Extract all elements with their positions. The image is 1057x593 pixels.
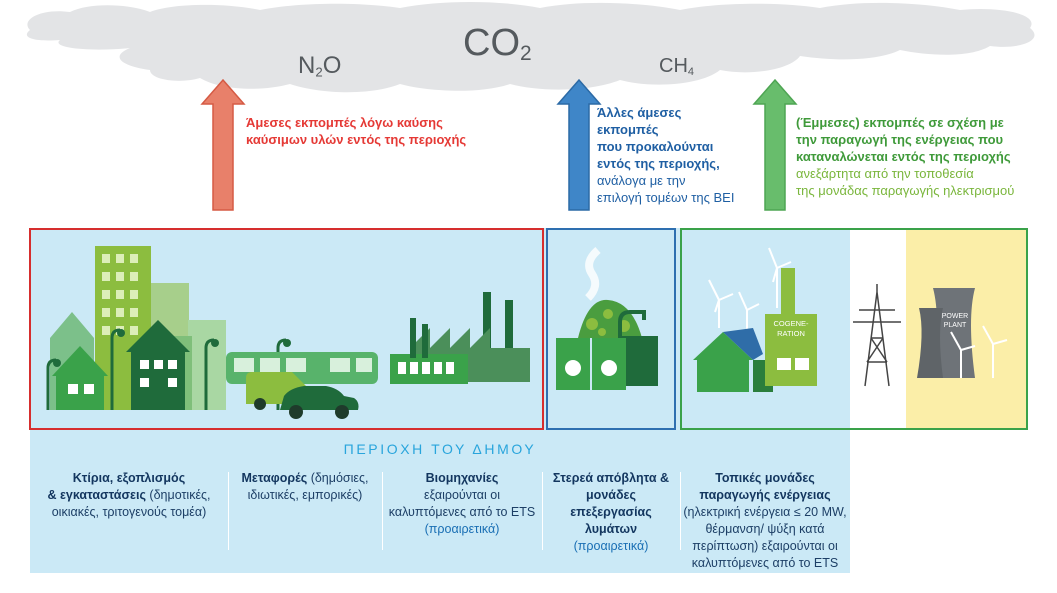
cogeneration-label: COGENE-	[773, 319, 809, 328]
category-energy: Τοπικές μονάδες παραγωγής ενέργειας (ηλε…	[682, 470, 848, 572]
green-arrow-label: (Έμμεσες) εκπομπές σε σχέση με την παραγ…	[796, 114, 1014, 199]
blue-label-line: επιλογή τομέων της BEI	[597, 190, 735, 205]
category-energy-title: Τοπικές μονάδες	[715, 471, 815, 485]
green-arrow	[752, 78, 798, 211]
waste-illustration	[556, 246, 658, 390]
category-transport-title: Μεταφορές	[241, 471, 308, 485]
category-waste-title: μονάδες	[586, 488, 636, 502]
ch4-label: CH4	[659, 55, 694, 78]
red-frame	[29, 228, 544, 430]
blue-label-line: Άλλες άμεσες	[597, 105, 682, 120]
red-arrow	[200, 78, 246, 211]
category-transport: Μεταφορές (δημόσιες, ιδιωτικές, εμπορικέ…	[230, 470, 380, 504]
category-waste: Στερεά απόβλητα & μονάδες επεξεργασίας λ…	[544, 470, 678, 555]
blue-label-line: ανάλογα με την	[597, 173, 686, 188]
co2-base: CO	[463, 22, 520, 64]
n2o-label: N2O	[298, 52, 341, 80]
n2o-sub: 2	[315, 64, 323, 80]
ch4-base: CH	[659, 55, 688, 77]
red-arrow-label: Άμεσες εκπομπές λόγω καύσης καύσιμων υλώ…	[246, 114, 466, 148]
n2o-base: N	[298, 52, 316, 79]
ch4-sub: 4	[687, 65, 695, 78]
area-title: ΠΕΡΙΟΧΗ ΤΟΥ ΔΗΜΟΥ	[343, 441, 537, 457]
energy-illustration: COGENE- RATION POWER PLANT	[693, 247, 1008, 392]
co2-label: CO2	[463, 22, 532, 66]
separator	[382, 472, 383, 550]
green-label-line: καταναλώνεται εντός της περιοχής	[796, 149, 1011, 164]
blue-label-line: εντός της περιοχής,	[597, 156, 720, 171]
category-energy-text: (ηλεκτρική ενέργεια ≤ 20 MW,	[683, 505, 847, 519]
category-buildings-title: & εγκαταστάσεις	[47, 488, 146, 502]
category-energy-text: καλυπτόμενες από το ETS	[691, 556, 839, 570]
category-waste-title: λυμάτων	[584, 522, 638, 536]
green-frame	[680, 228, 1028, 430]
co2-sub: 2	[520, 42, 532, 66]
blue-arrow-label: Άλλες άμεσες εκπομπές που προκαλούνται ε…	[597, 104, 734, 206]
blue-label-line: που προκαλούνται	[597, 139, 714, 154]
city-illustration	[46, 246, 530, 419]
category-industry-text: εξαιρούνται οι	[424, 488, 500, 502]
green-label-line: της μονάδας παραγωγής ηλεκτρισμού	[796, 183, 1015, 198]
separator	[228, 472, 229, 550]
blue-frame	[546, 228, 676, 430]
power-plant-label: PLANT	[944, 322, 967, 329]
category-industry: Βιομηχανίες εξαιρούνται οι καλυπτόμενες …	[384, 470, 540, 538]
blue-arrow	[556, 78, 602, 211]
category-buildings: Κτίρια, εξοπλισμός & εγκαταστάσεις (δημο…	[32, 470, 226, 521]
category-waste-optional: (προαιρετικά)	[573, 539, 649, 553]
category-buildings-text: οικιακές, τριτογενούς τομέα)	[51, 505, 207, 519]
green-label-line: ανεξάρτητα από την τοποθεσία	[796, 166, 974, 181]
n2o-tail: O	[322, 52, 342, 79]
district-area-panel	[30, 430, 850, 573]
green-label-line: (Έμμεσες) εκπομπές σε σχέση με	[796, 115, 1004, 130]
category-energy-text: θέρμανση/ ψύξη κατά	[705, 522, 825, 536]
red-label-line: καύσιμων υλών εντός της περιοχής	[246, 132, 467, 147]
category-industry-optional: (προαιρετικά)	[424, 522, 500, 536]
scene-background-white	[850, 228, 906, 430]
cloud	[26, 2, 1035, 93]
category-transport-text: ιδιωτικές, εμπορικές)	[247, 488, 363, 502]
category-buildings-title: Κτίρια, εξοπλισμός	[72, 471, 186, 485]
power-plant-label: POWER	[942, 313, 968, 320]
category-waste-title: επεξεργασίας	[570, 505, 652, 519]
category-industry-title: Βιομηχανίες	[425, 471, 499, 485]
separator	[542, 472, 543, 550]
category-waste-title: Στερεά απόβλητα &	[552, 471, 670, 485]
green-label-line: την παραγωγή της ενέργειας που	[796, 132, 1004, 147]
category-industry-text: καλυπτόμενες από το ETS	[388, 505, 536, 519]
cogeneration-label: RATION	[777, 329, 805, 338]
category-buildings-text: (δημοτικές,	[145, 488, 211, 502]
red-label-line: Άμεσες εκπομπές λόγω καύσης	[246, 115, 443, 130]
category-transport-text: (δημόσιες,	[307, 471, 369, 485]
separator	[680, 472, 681, 550]
blue-label-line: εκπομπές	[597, 122, 659, 137]
category-energy-title: παραγωγής ενέργειας	[699, 488, 831, 502]
category-energy-text: περίπτωση) εξαιρούνται οι	[692, 539, 838, 553]
